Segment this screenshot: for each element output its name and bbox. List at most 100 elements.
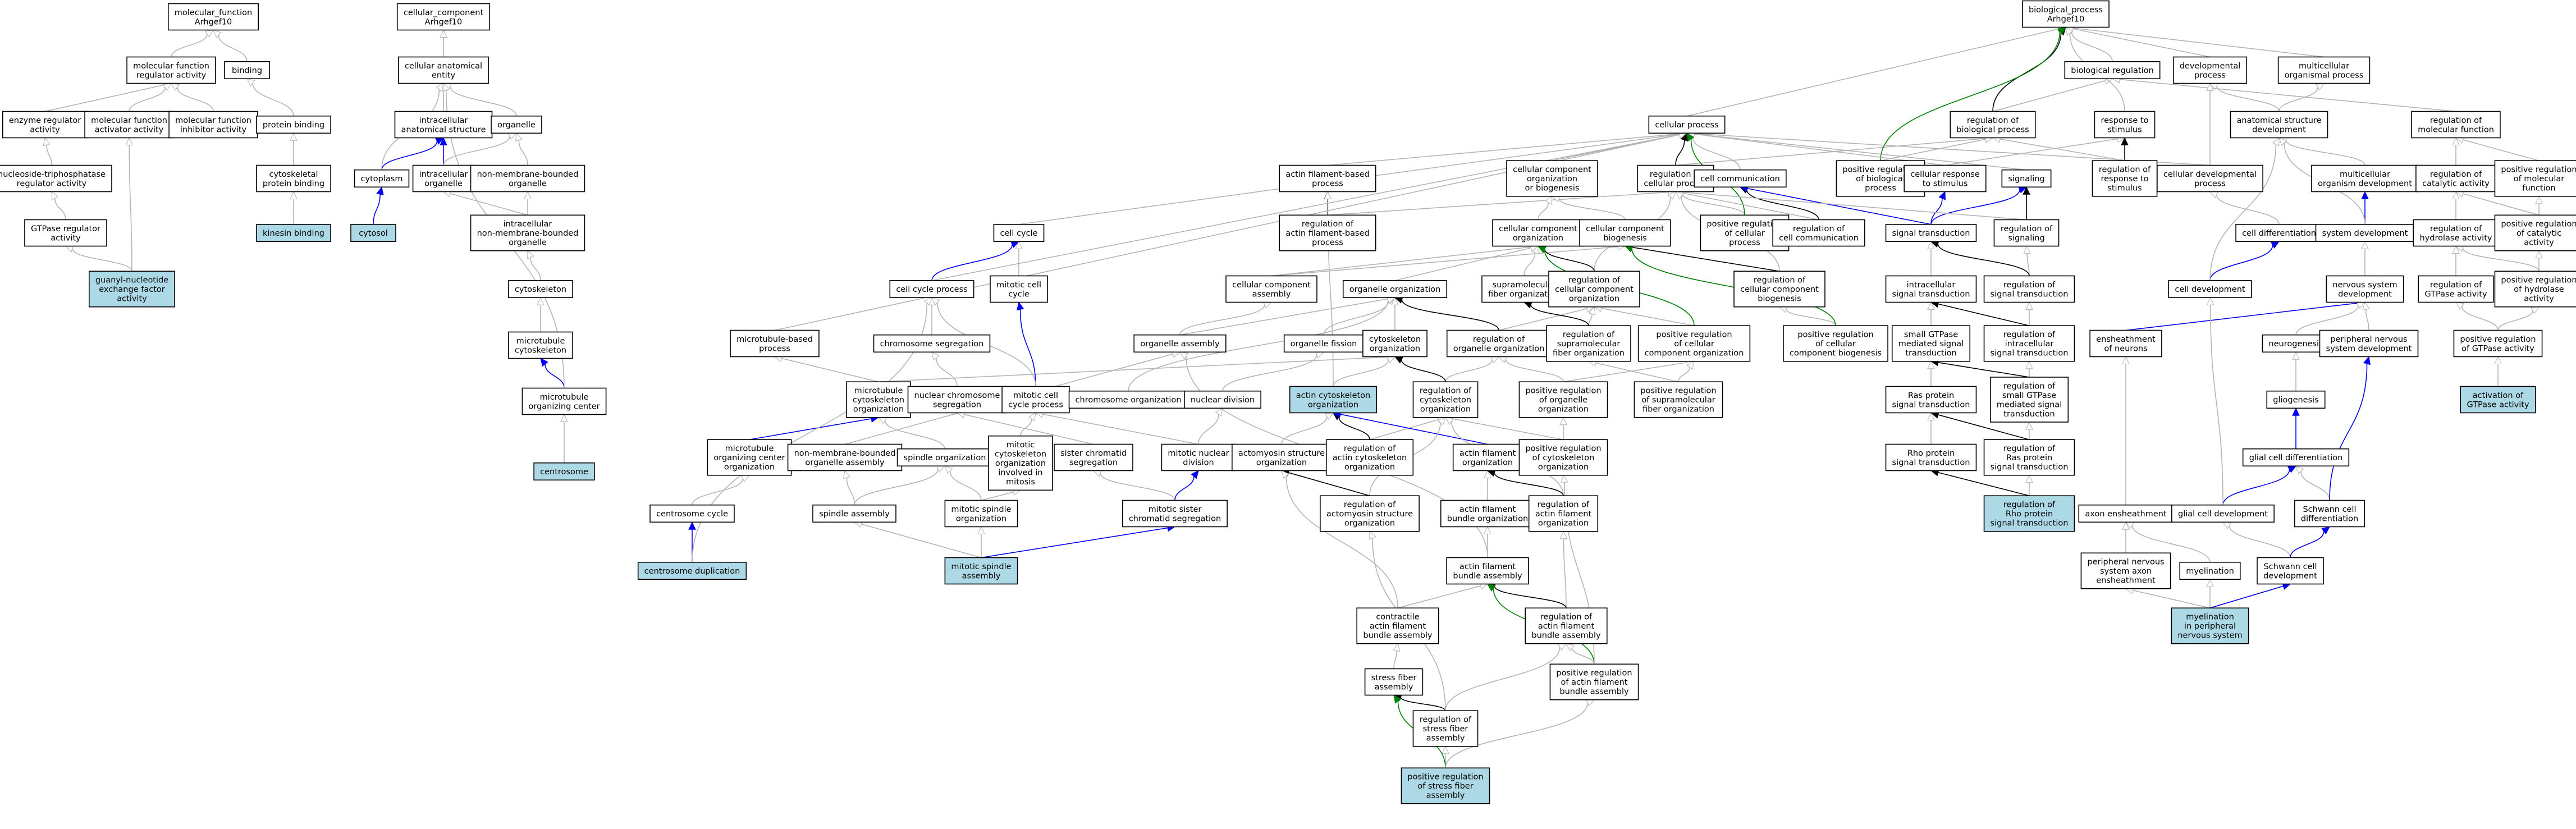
- edge-line: [2209, 585, 2284, 609]
- edge-is-a: [515, 132, 528, 166]
- node-label-line: organization: [1462, 458, 1513, 467]
- edge-line: [1786, 309, 1836, 326]
- node-label: nuclear division: [1191, 396, 1255, 405]
- edge-arrowhead: [1191, 470, 1199, 479]
- node-label: centrosome: [540, 468, 588, 477]
- edge-arrowhead: [2455, 301, 2464, 310]
- node-centro-cycle: centrosome cycle: [649, 504, 735, 523]
- node-label-line: actin cytoskeleton: [1296, 391, 1371, 400]
- node-label: organelle assembly: [1140, 340, 1220, 349]
- edge-line: [2329, 364, 2368, 501]
- node-label-line: intracellular: [2005, 340, 2054, 349]
- node-label-line: cell communication: [1779, 233, 1859, 242]
- edge-arrowhead: [1437, 416, 1446, 426]
- node-box: [398, 56, 489, 84]
- node-box: [889, 280, 974, 299]
- edge-arrowhead: [1369, 530, 1376, 540]
- edge-is-a: [1020, 412, 1036, 436]
- node-label-line: regulation of: [1563, 331, 1615, 340]
- edge-arrowhead: [1442, 745, 1449, 754]
- edge-line: [964, 414, 1094, 445]
- edge-arrowhead: [1179, 351, 1188, 360]
- node-box: [2418, 275, 2494, 303]
- edge-line: [2119, 79, 2456, 112]
- node-label-line: regulation of: [1473, 335, 1525, 344]
- edge-line: [1285, 476, 1398, 608]
- edge-line: [1327, 191, 1669, 216]
- edge-line: [981, 527, 1168, 558]
- edge-is-a: [1588, 306, 1596, 326]
- node-label-line: regulation of: [2003, 445, 2056, 454]
- node-label-line: actomyosin structure: [1326, 510, 1413, 519]
- node-spindle-asm: spindle assembly: [812, 504, 896, 523]
- node-box: [1054, 443, 1133, 471]
- node-label-line: nuclear chromosome: [914, 391, 1000, 400]
- node-box: [1885, 223, 1977, 242]
- edge-is-a: [1566, 643, 1595, 665]
- edge-line: [2210, 305, 2223, 505]
- node-label-line: supramolecular: [1493, 281, 1556, 290]
- node-label-line: microtubule: [854, 387, 903, 396]
- node-box: [707, 439, 792, 476]
- edge-arrowhead: [1927, 241, 1935, 249]
- node-glial-dev: glial cell development: [2171, 504, 2275, 523]
- node-label-line: signal transduction: [1991, 349, 2069, 358]
- edge-line: [1544, 249, 1595, 272]
- edge-arrowhead: [290, 132, 298, 141]
- node-box: [1983, 325, 2075, 362]
- node-label-line: small GTPase: [2002, 391, 2056, 400]
- node-box: [649, 504, 735, 523]
- node-label: cell communication: [1700, 175, 1780, 184]
- edge-regulates: [2121, 137, 2129, 161]
- node-myelination: myelination: [2179, 561, 2241, 580]
- node-box: [1325, 439, 1414, 476]
- node-label-line: organization: [853, 405, 904, 414]
- node-label-line: cellular process: [1655, 121, 1718, 130]
- node-label-line: regulation of: [2099, 166, 2151, 175]
- node-label-line: Arhgef10: [425, 17, 463, 26]
- edge-line: [54, 198, 66, 220]
- edge-line: [1992, 33, 2062, 112]
- node-label: centrosome duplication: [644, 567, 740, 576]
- node-label-line: regulator activity: [17, 179, 87, 188]
- edge-line: [2026, 253, 2030, 276]
- edge-line: [1369, 419, 1439, 441]
- edge-line: [1281, 416, 1328, 445]
- edge-is-a: [171, 29, 214, 57]
- edge-part-of: [2329, 356, 2371, 501]
- node-box: [2326, 275, 2404, 303]
- node-label-line: signal transduction: [1991, 519, 2069, 528]
- node-label-line: organization: [1370, 344, 1420, 353]
- node-label-line: Rho protein: [2006, 510, 2053, 519]
- node-label-line: regulation of: [1344, 501, 1396, 510]
- node-box: [2453, 329, 2543, 358]
- edge-arrowhead: [51, 191, 59, 200]
- edge-line: [1937, 244, 2030, 276]
